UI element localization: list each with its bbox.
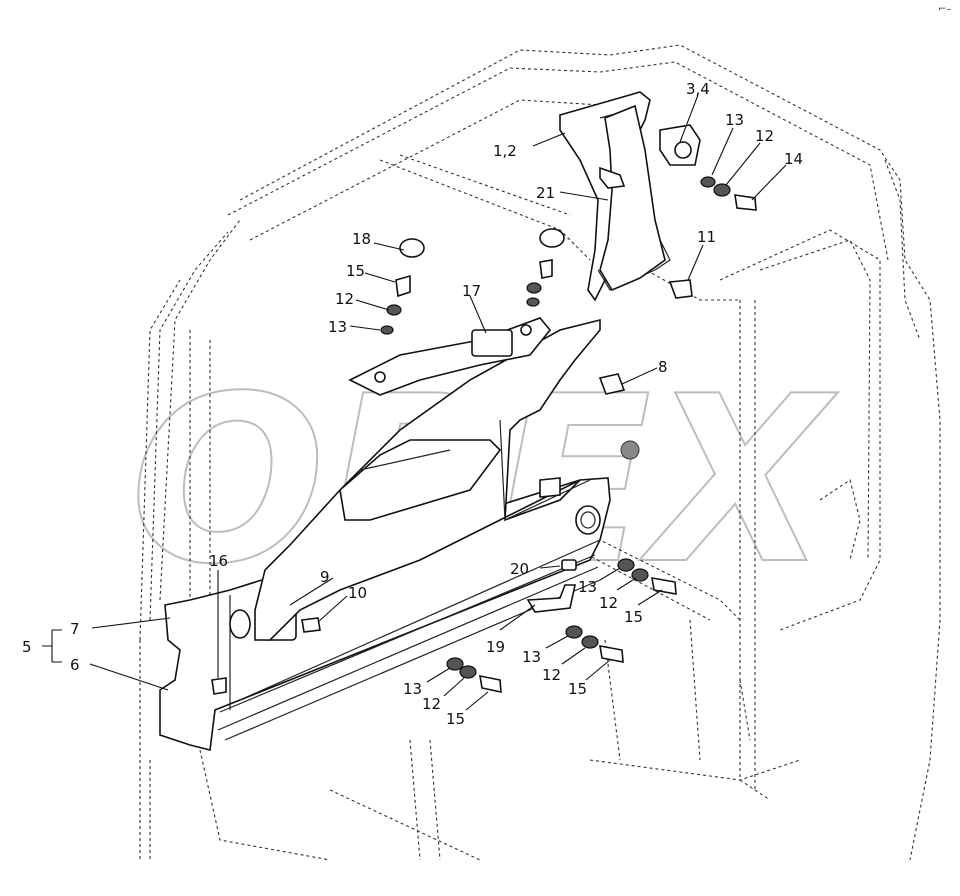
callout-18: 18 xyxy=(352,230,371,248)
callout-12-group2: 12 xyxy=(542,666,561,684)
callout-16: 16 xyxy=(209,552,228,570)
callout-1-2: 1,2 xyxy=(493,142,517,160)
callout-6: 6 xyxy=(70,656,80,674)
callout-9: 9 xyxy=(320,568,330,586)
callout-13-cap: 13 xyxy=(328,318,347,336)
callout-12-cap: 12 xyxy=(335,290,354,308)
callout-10: 10 xyxy=(348,584,367,602)
callout-13-group1: 13 xyxy=(578,578,597,596)
callout-15-group1: 15 xyxy=(624,608,643,626)
leader-lines xyxy=(42,94,787,711)
cab-outline xyxy=(139,44,941,861)
speaker-hole xyxy=(229,609,251,639)
fasteners xyxy=(211,166,757,695)
callout-12-group3: 12 xyxy=(422,695,441,713)
corner-mark: ⌐– xyxy=(938,4,951,15)
callout-11: 11 xyxy=(697,228,716,246)
callout-15-group2: 15 xyxy=(568,680,587,698)
armrest-handle xyxy=(339,439,502,521)
clip-20 xyxy=(561,559,577,571)
callout-21: 21 xyxy=(536,184,555,202)
callout-15-group3: 15 xyxy=(446,710,465,728)
upper-bracket-17 xyxy=(348,317,552,396)
callout-17: 17 xyxy=(462,282,481,300)
callout-13-group3: 13 xyxy=(403,680,422,698)
latch-bracket xyxy=(659,124,701,166)
callout-12-latch: 12 xyxy=(755,127,774,145)
callout-13-latch: 13 xyxy=(725,111,744,129)
mid-trim-panel xyxy=(254,318,640,641)
callout-3-4: 3,4 xyxy=(686,80,710,98)
bracket-19 xyxy=(526,559,577,613)
callout-13-group2: 13 xyxy=(522,648,541,666)
callout-14: 14 xyxy=(784,150,803,168)
callout-19: 19 xyxy=(486,638,505,656)
callout-5: 5 xyxy=(22,638,32,656)
callout-8: 8 xyxy=(658,358,668,376)
callout-20: 20 xyxy=(510,560,529,578)
callout-12-group1: 12 xyxy=(599,594,618,612)
callout-15-cap: 15 xyxy=(346,262,365,280)
pillar-trim xyxy=(559,91,671,302)
callout-7: 7 xyxy=(70,620,80,638)
callout-labels: 1,2 3,4 5 6 7 8 9 10 11 12 12 12 12 12 1… xyxy=(22,80,803,728)
